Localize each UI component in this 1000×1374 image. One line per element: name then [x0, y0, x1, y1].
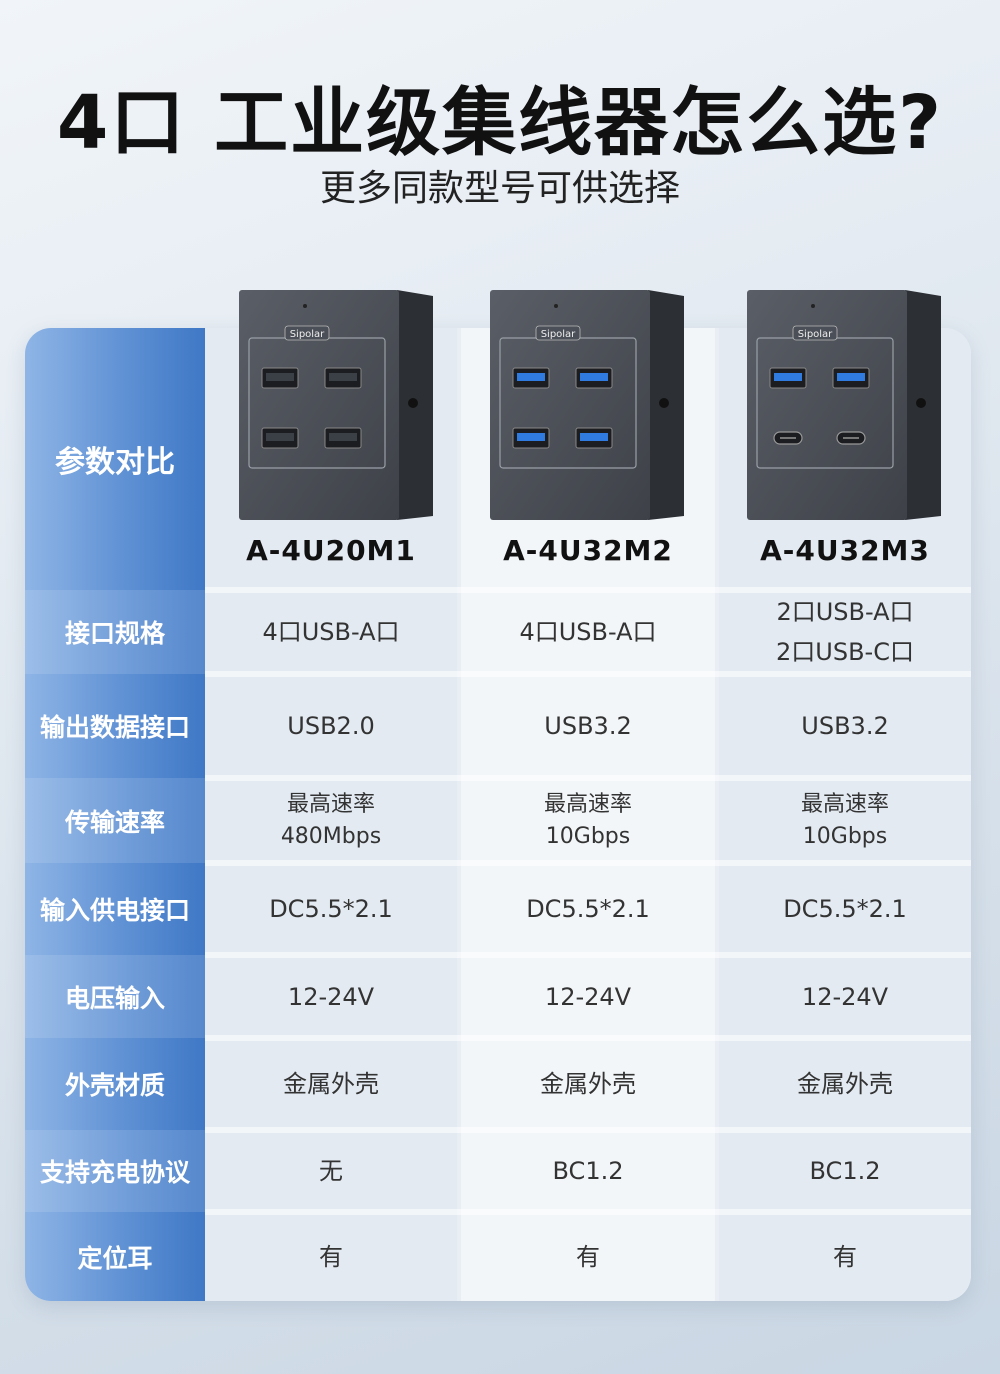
- cell-text: BC1.2: [552, 1157, 624, 1185]
- cell-text: 无: [319, 1157, 343, 1185]
- row-separator: [205, 671, 971, 677]
- cell-text: 金属外壳: [283, 1070, 379, 1098]
- cell-text: 最高速率: [800, 791, 889, 817]
- cell-text: 有: [319, 1242, 343, 1271]
- table-cell: 12-24V: [719, 955, 971, 1038]
- brand-logo: Sipolar: [541, 329, 576, 340]
- cell-text: DC5.5*2.1: [526, 895, 650, 923]
- table-cell: BC1.2: [719, 1130, 971, 1212]
- row-label: 输出数据接口: [39, 713, 190, 742]
- cell-text: 有: [833, 1242, 857, 1271]
- row-label: 外壳材质: [64, 1071, 165, 1100]
- row-separator: [205, 1035, 971, 1041]
- table-cell: 金属外壳: [461, 1038, 715, 1130]
- hub-face: [490, 290, 650, 520]
- page-subtitle: 更多同款型号可供选择: [319, 168, 680, 209]
- cell-text: 有: [576, 1242, 600, 1271]
- table-cell: 最高速率 10Gbps: [719, 778, 971, 863]
- hub-device: Sipolar: [747, 290, 941, 520]
- page-title: 4口 工业级集线器怎么选?: [56, 80, 944, 166]
- table-cell: BC1.2: [461, 1130, 715, 1212]
- row-label: 输入供电接口: [39, 896, 190, 925]
- table-cell: DC5.5*2.1: [461, 863, 715, 955]
- table-cell: 有: [719, 1212, 971, 1301]
- brand-logo: Sipolar: [798, 329, 833, 340]
- cell-text: 最高速率: [543, 791, 632, 817]
- product-image-1: Sipolar: [237, 288, 437, 523]
- row-label: 传输速率: [25, 778, 205, 863]
- table-cell: 最高速率 10Gbps: [461, 778, 715, 863]
- cell-text: 10Gbps: [545, 823, 631, 849]
- table-cell: DC5.5*2.1: [719, 863, 971, 955]
- table-cell: USB3.2: [461, 674, 715, 778]
- cell-text: 12-24V: [287, 982, 375, 1011]
- cell-text: 12-24V: [544, 982, 632, 1011]
- cell-text: 12-24V: [801, 982, 889, 1011]
- table-cell: USB2.0: [205, 674, 457, 778]
- cell-text: DC5.5*2.1: [783, 895, 907, 923]
- row-separator: [205, 775, 971, 781]
- row-separator: [205, 1127, 971, 1133]
- model-name-1: A-4U20M1: [246, 533, 416, 567]
- table-cell: USB3.2: [719, 674, 971, 778]
- row-separator: [205, 860, 971, 866]
- cell-text: 4口USB-A口: [519, 618, 657, 646]
- cell-text: USB3.2: [544, 712, 632, 740]
- product-image-2: Sipolar: [488, 288, 688, 523]
- table-cell: 有: [461, 1212, 715, 1301]
- table-cell: 2口USB-A口 2口USB-C口: [719, 590, 971, 674]
- row-separator: [205, 1209, 971, 1215]
- cell-text: 480Mbps: [280, 823, 382, 849]
- table-cell: 无: [205, 1130, 457, 1212]
- table-cell: 4口USB-A口: [461, 590, 715, 674]
- product-image-3: Sipolar: [745, 288, 945, 523]
- model-name-2: A-4U32M2: [503, 533, 673, 567]
- table-cell: 最高速率 480Mbps: [205, 778, 457, 863]
- row-label: 接口规格: [25, 590, 205, 674]
- cell-text: 2口USB-C口: [776, 638, 914, 666]
- table-cell: DC5.5*2.1: [205, 863, 457, 955]
- row-label: 定位耳: [77, 1243, 153, 1273]
- hub-face: [239, 290, 399, 520]
- table-cell: 12-24V: [205, 955, 457, 1038]
- cell-text: 10Gbps: [802, 823, 888, 849]
- hub-device: Sipolar: [239, 290, 433, 520]
- cell-text: 最高速率: [286, 791, 375, 817]
- hub-device: Sipolar: [490, 290, 684, 520]
- hub-face: [747, 290, 907, 520]
- corner-label: 参数对比: [55, 445, 175, 480]
- table-cell: 金属外壳: [205, 1038, 457, 1130]
- cell-text: 金属外壳: [797, 1070, 893, 1098]
- table-cell: 4口USB-A口: [205, 590, 457, 674]
- cell-text: USB3.2: [801, 712, 889, 740]
- table-cell: 有: [205, 1212, 457, 1301]
- cell-text: 2口USB-A口: [776, 598, 914, 626]
- row-label: 电压输入: [25, 955, 205, 1038]
- label-column: [25, 328, 205, 1301]
- row-separator: [205, 587, 971, 593]
- row-separator: [205, 952, 971, 958]
- model-name-3: A-4U32M3: [760, 533, 930, 567]
- cell-text: DC5.5*2.1: [269, 895, 393, 923]
- table-cell: 金属外壳: [719, 1038, 971, 1130]
- cell-text: USB2.0: [287, 712, 375, 740]
- brand-logo: Sipolar: [290, 329, 325, 340]
- row-label: 支持充电协议: [25, 1130, 205, 1212]
- cell-text: 金属外壳: [540, 1070, 636, 1098]
- cell-text: 4口USB-A口: [262, 618, 400, 646]
- cell-text: BC1.2: [809, 1157, 881, 1185]
- table-cell: 12-24V: [461, 955, 715, 1038]
